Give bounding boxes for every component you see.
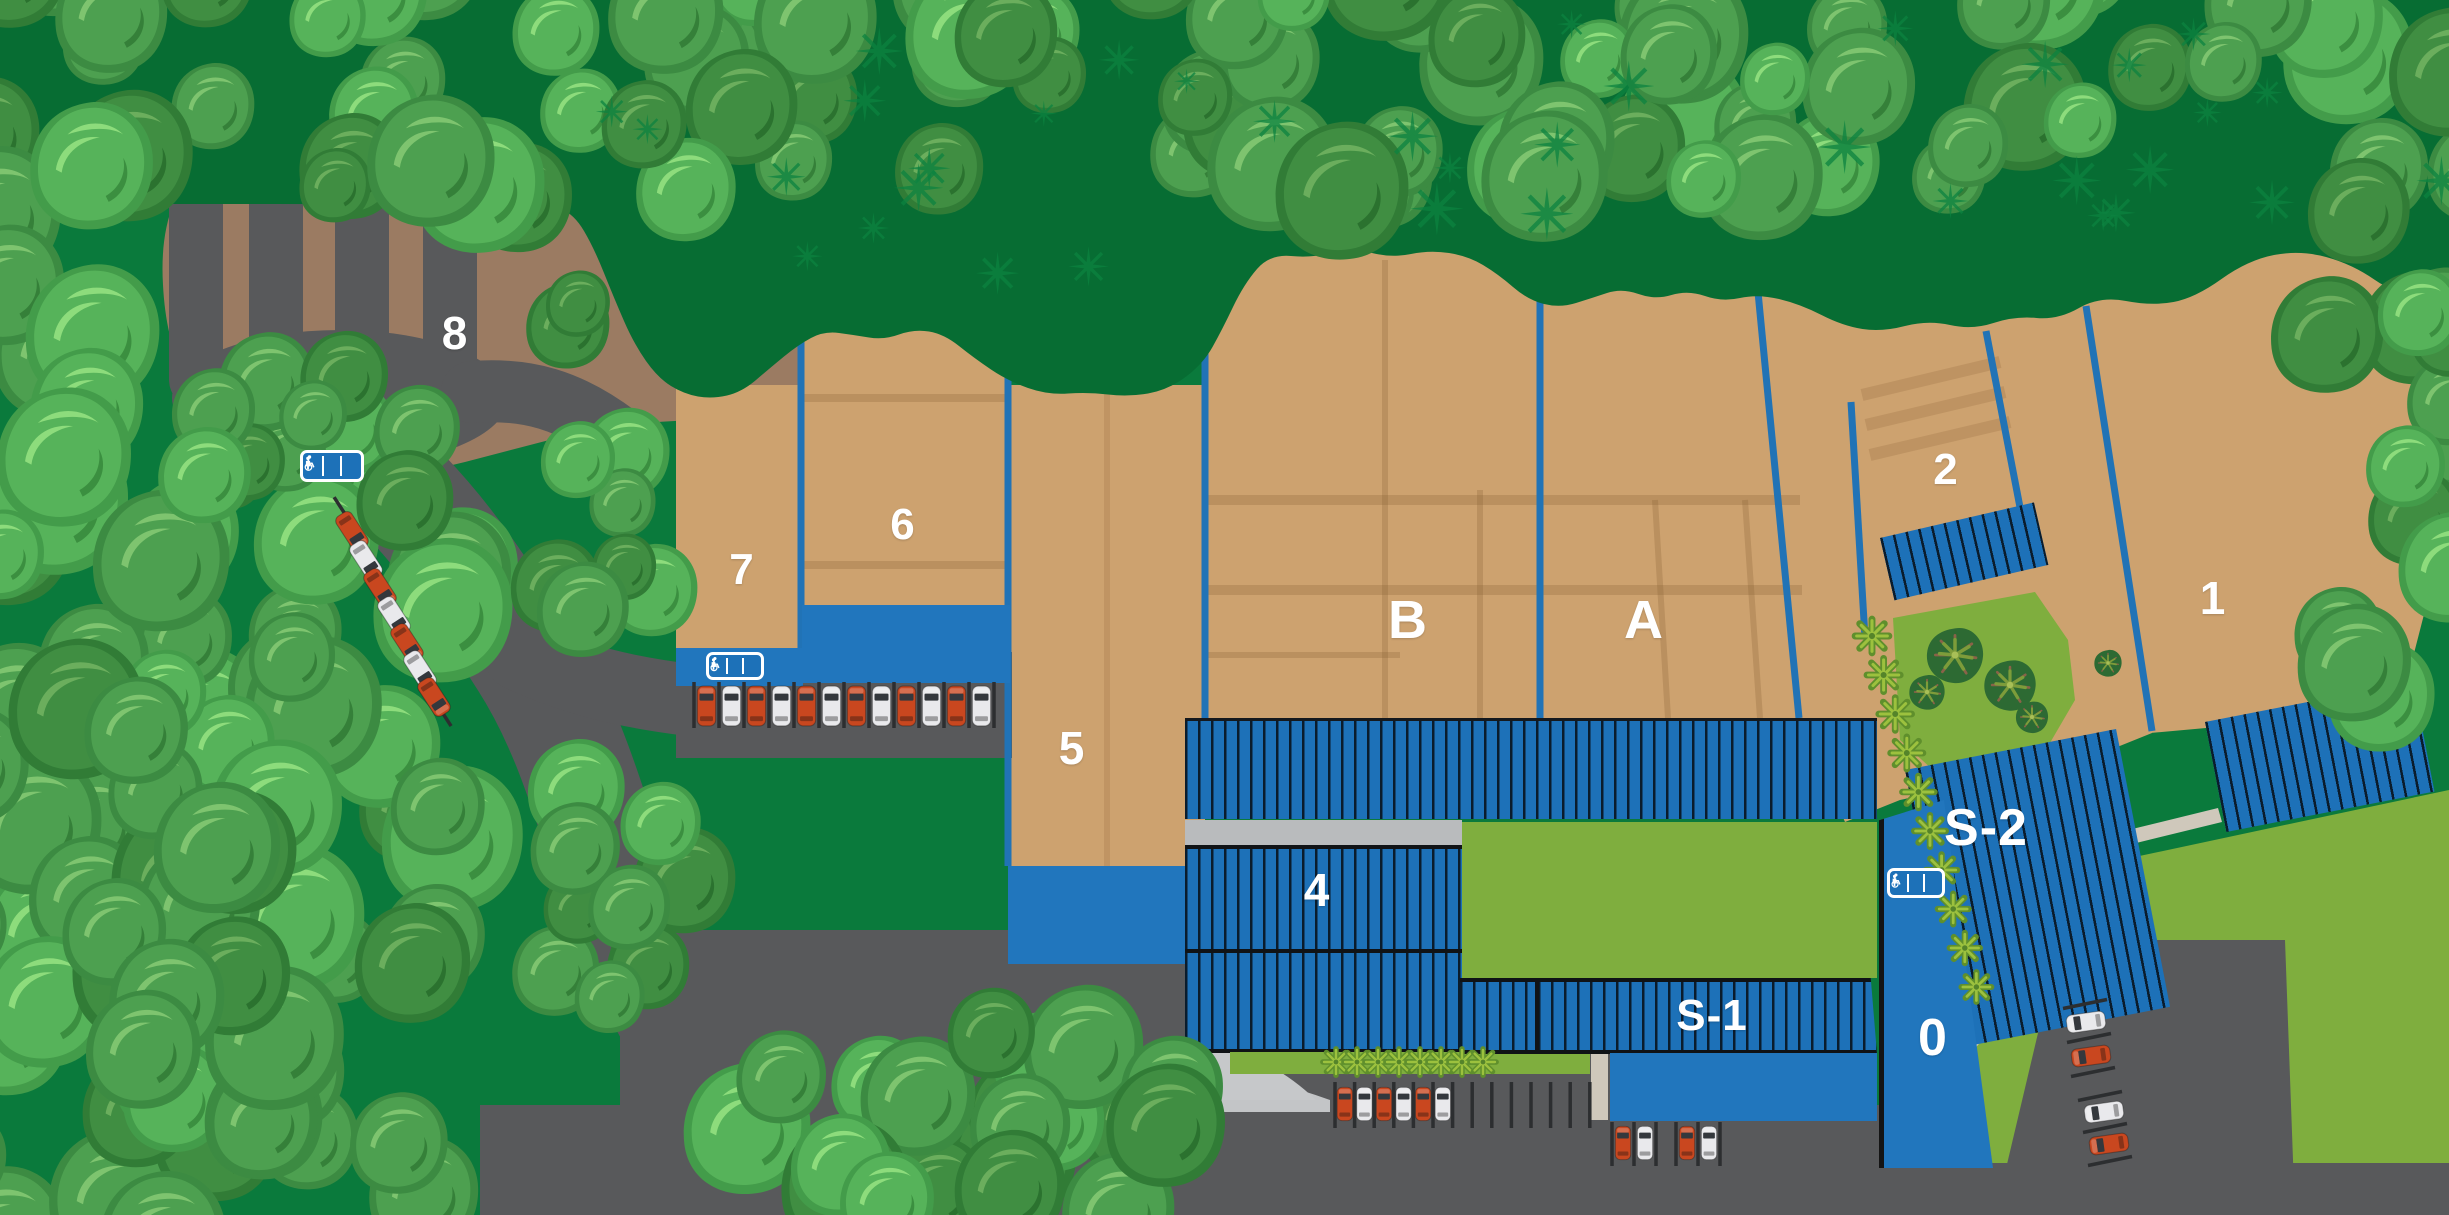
zone-a-label: A [1624, 590, 1664, 650]
zone-4-label: 4 [1303, 864, 1331, 916]
wheelchair-icon [1891, 873, 1901, 888]
zone-5-area[interactable] [1008, 385, 1205, 866]
wheelchair-icon [710, 656, 720, 672]
warehouse-band-ab[interactable] [1185, 718, 1877, 819]
sand-paths [802, 260, 2012, 866]
zone-5-label: 5 [1058, 722, 1086, 774]
zone-b-label: B [1388, 590, 1428, 650]
s1-dock[interactable] [1610, 1053, 1877, 1121]
s1-yard [1462, 822, 1877, 978]
zone-a-area[interactable] [1540, 250, 1800, 718]
zone-7-label: 7 [729, 545, 755, 594]
road-stub [484, 619, 726, 736]
restroom-sign [300, 450, 364, 482]
wheelchair-icon [304, 455, 315, 471]
zone-8-label: 8 [441, 307, 469, 359]
zone-s2-label: S-2 [1944, 799, 2028, 857]
building-strip-6[interactable] [802, 605, 1010, 683]
restroom-sign [706, 652, 764, 680]
zone-1-label: 1 [2199, 572, 2227, 624]
zone-2-label: 2 [1933, 445, 1959, 494]
zone-b-area[interactable] [1205, 245, 1540, 718]
south-grass-strip [1230, 1052, 1590, 1074]
building-s1[interactable] [1460, 978, 1877, 1054]
zone-6-area[interactable] [802, 325, 1008, 605]
building-4-divider [1185, 949, 1535, 953]
restroom-sign [1887, 868, 1945, 898]
zone-s1-label: S-1 [1676, 991, 1748, 1040]
building-5-south[interactable] [1008, 866, 1205, 964]
loading-apron [1185, 820, 1462, 845]
zone-7-area[interactable] [676, 385, 802, 650]
zone-0-label: 0 [1918, 1009, 1948, 1067]
building-s1-divider [1535, 982, 1539, 1050]
zone-6-label: 6 [890, 500, 916, 549]
